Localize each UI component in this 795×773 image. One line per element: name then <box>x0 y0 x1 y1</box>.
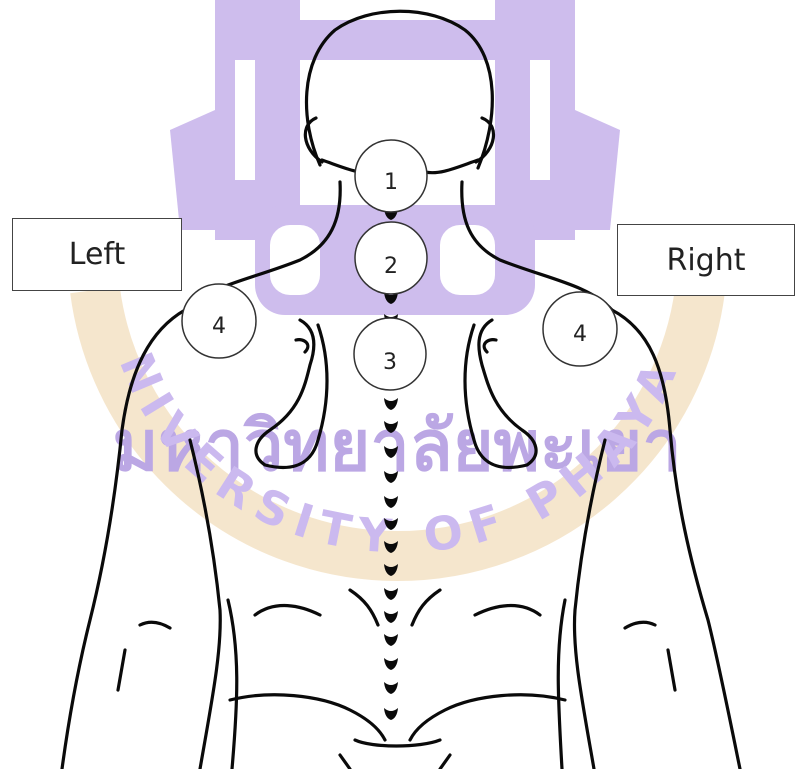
point-4-left-label: 4 <box>212 314 226 339</box>
left-lower-back-line <box>255 606 320 615</box>
left-side-label: Left <box>12 218 182 291</box>
vertebra <box>384 682 398 694</box>
point-4-left: 4 <box>182 284 256 358</box>
left-torso-side <box>228 600 237 769</box>
vertebra <box>384 708 398 720</box>
left-scapula-hook <box>296 340 308 352</box>
left-ear <box>305 118 322 162</box>
left-waist-line <box>230 695 385 740</box>
point-3: 3 <box>354 318 426 390</box>
point-2-label: 2 <box>384 254 398 279</box>
vertebra <box>384 496 398 508</box>
point-1-label: 1 <box>384 170 398 195</box>
right-label-text: Right <box>667 243 746 278</box>
left-label-text: Left <box>69 237 125 272</box>
sacrum-curve <box>355 740 440 746</box>
vertebra <box>384 588 398 600</box>
point-4-right: 4 <box>543 292 617 366</box>
right-side-label: Right <box>617 224 795 296</box>
vertebra <box>384 658 398 670</box>
point-4-right-label: 4 <box>573 322 587 347</box>
point-3-label: 3 <box>383 350 397 375</box>
vertebra <box>384 634 398 646</box>
right-ear <box>476 118 493 162</box>
point-2: 2 <box>355 222 427 294</box>
point-1: 1 <box>355 140 427 212</box>
vertebra <box>384 611 398 623</box>
